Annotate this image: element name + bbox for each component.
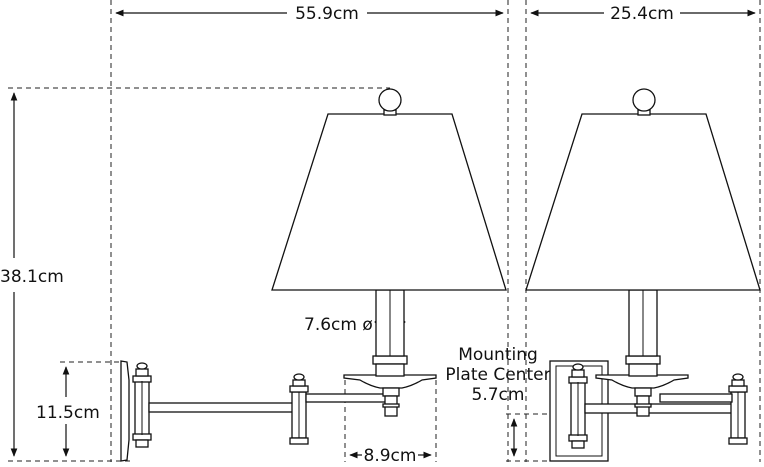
mounting-label-line2: Plate Center — [445, 365, 550, 385]
side-right-knuckle — [289, 373, 309, 445]
dimension-height: 38.1cm — [0, 87, 390, 462]
bobeche-width-label: 8.9cm — [364, 446, 417, 466]
side-shade — [271, 113, 507, 291]
side-left-knuckle — [132, 362, 152, 448]
dimension-mounting-plate-center: Mounting Plate Center 5.7cm — [445, 345, 560, 462]
sconce-side-view — [120, 88, 507, 462]
sconce-front-view — [525, 88, 761, 462]
dimension-width-total: 55.9cm — [110, 0, 509, 462]
mounting-label-line1: Mounting — [458, 345, 538, 365]
candle-diameter-label: 7.6cm ø — [304, 315, 373, 335]
width-total-label: 55.9cm — [295, 4, 359, 24]
front-left-knuckle — [568, 363, 588, 449]
front-shade — [525, 113, 761, 291]
dimension-depth-front: 25.4cm — [525, 0, 761, 462]
front-finial — [632, 88, 656, 112]
depth-front-label: 25.4cm — [610, 4, 674, 24]
mounting-value-label: 5.7cm — [472, 385, 525, 405]
backplate-height-label: 11.5cm — [36, 403, 100, 423]
side-finial — [378, 88, 402, 112]
front-right-knuckle — [728, 373, 748, 445]
dimension-backplate-height: 11.5cm — [36, 361, 125, 457]
height-label: 38.1cm — [0, 267, 64, 287]
